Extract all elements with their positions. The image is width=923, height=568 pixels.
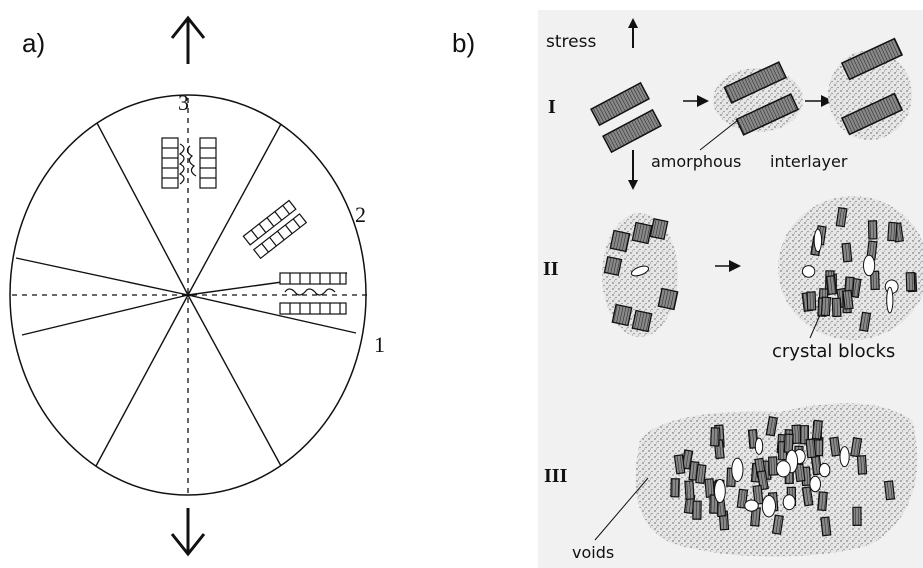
void xyxy=(731,457,744,482)
crystal-block xyxy=(905,271,916,292)
crystal-block xyxy=(768,456,778,476)
crystal-block xyxy=(765,416,778,437)
void xyxy=(813,228,823,253)
sector-label-1: 1 xyxy=(374,332,385,357)
crystal-block xyxy=(831,297,842,318)
stage-1-lamellae-initial xyxy=(590,81,662,154)
stage-label-1: I xyxy=(548,96,556,118)
crystal-block xyxy=(670,478,680,498)
sector-label-3: 3 xyxy=(178,90,189,115)
voids-label: voids xyxy=(572,543,614,562)
crystal-block xyxy=(842,289,854,310)
crystal-block xyxy=(752,484,764,505)
void xyxy=(863,254,876,277)
lamellae-sector-1 xyxy=(279,272,347,315)
sector-label-2: 2 xyxy=(355,202,366,227)
crystal-block xyxy=(859,311,872,333)
stress-label: stress xyxy=(546,32,596,52)
crystal-block xyxy=(710,427,720,447)
crystal-block xyxy=(801,486,814,507)
crystal-block xyxy=(820,296,832,317)
crystal-block xyxy=(825,275,837,296)
void xyxy=(744,499,759,512)
voids-pointer xyxy=(594,477,649,541)
crystal-block xyxy=(887,221,898,242)
void xyxy=(818,462,831,478)
stress-arrow-icon xyxy=(628,18,638,48)
crystal-block xyxy=(771,514,784,535)
interlayer-label: interlayer xyxy=(770,152,848,171)
panel-b-label: b) xyxy=(452,28,476,58)
panel-b: stress I II III xyxy=(538,10,923,568)
stage-1-lamellae-separating xyxy=(713,61,803,136)
void xyxy=(776,460,791,478)
crystal-block xyxy=(805,438,817,459)
void xyxy=(809,475,822,493)
stage-2-fragmenting xyxy=(602,213,679,337)
tensile-arrow-down-icon xyxy=(170,508,206,557)
stage-1-lamellae-separated xyxy=(828,37,912,140)
panel-a: 3 2 1 xyxy=(9,15,385,557)
crystal-block xyxy=(835,207,848,228)
stage-3-voided xyxy=(635,403,918,557)
crystal-blocks-label: crystal blocks xyxy=(772,341,895,362)
void xyxy=(761,495,777,518)
crystal-block xyxy=(841,242,853,263)
crystal-block xyxy=(852,506,862,526)
crystal-block xyxy=(806,291,817,311)
void xyxy=(754,437,764,455)
crystal-block xyxy=(829,436,841,457)
amorphous-label: amorphous xyxy=(651,152,741,171)
void xyxy=(886,286,894,314)
crystal-block xyxy=(673,454,686,475)
lamellae-sector-2 xyxy=(242,199,308,260)
crystal-block xyxy=(850,436,863,458)
crystal-block xyxy=(869,270,880,291)
lamellae-sector-3 xyxy=(161,137,217,189)
void xyxy=(839,446,850,468)
crystal-block xyxy=(883,480,896,501)
panel-a-label: a) xyxy=(22,28,46,58)
void xyxy=(782,494,796,511)
void xyxy=(714,478,726,504)
tensile-arrow-up-icon xyxy=(170,15,206,64)
crystal-block xyxy=(684,480,695,500)
amorphous-pointer xyxy=(699,119,739,151)
crystal-block xyxy=(692,500,702,520)
crystal-block xyxy=(695,463,707,485)
crystal-block xyxy=(811,419,823,440)
crystal-block xyxy=(817,491,828,512)
sector-lines xyxy=(15,122,357,467)
crystal-blocks-pointer xyxy=(809,314,821,339)
stage-label-2: II xyxy=(543,258,559,280)
stage-transition-arrow-icon xyxy=(628,150,638,190)
crystal-block xyxy=(856,455,868,475)
void xyxy=(801,265,816,278)
crystal-block xyxy=(820,516,832,537)
stage-label-3: III xyxy=(544,465,568,487)
stage-2-crystal-blocks xyxy=(778,196,923,340)
crystal-block xyxy=(867,220,878,240)
